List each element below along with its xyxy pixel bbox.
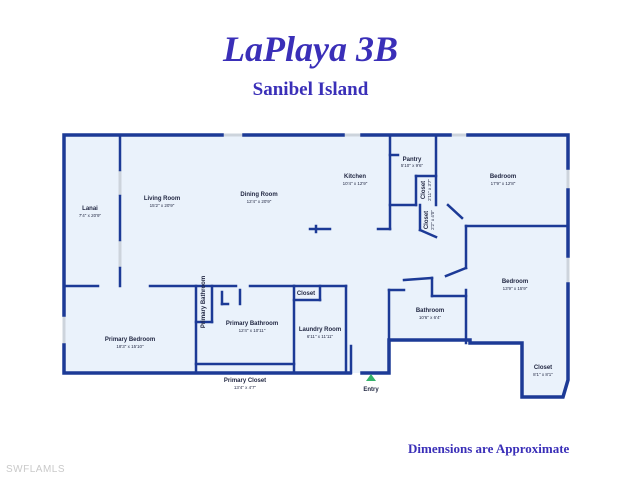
room-name-pantry: Pantry [403,157,422,163]
room-name-closet-d: Closet [297,291,315,297]
room-dims-closet-a: 2'11" x 3'7" [427,179,432,201]
plan-title: LaPlaya 3B [223,29,398,69]
room-name-closet-b: Closet [424,211,430,229]
room-name-dining: Dining Room [240,192,277,198]
room-name-bedroom-1: Bedroom [490,174,516,180]
room-name-primary-closet: Primary Closet [224,378,266,384]
room-name-bathroom: Bathroom [416,308,444,314]
windows [62,133,570,345]
room-dims-bedroom-1: 17'9" x 12'8" [491,181,516,186]
room-dims-living: 15'2" x 20'9" [150,203,175,208]
room-name-laundry: Laundry Room [299,327,341,333]
room-name-living: Living Room [144,196,180,202]
room-dims-primary-closet: 13'4" x 4'7" [234,385,257,390]
room-name-lanai: Lanai [82,206,98,212]
floor-area [64,135,568,397]
room-dims-laundry: 6'11" x 11'11" [307,334,334,339]
plan-subtitle: Sanibel Island [252,79,369,100]
room-name-closet-c: Closet [534,365,552,371]
room-name-kitchen: Kitchen [344,174,366,180]
room-dims-pantry: 5'10" x 9'6" [401,163,424,168]
room-dims-primary-bedroom: 18'3" x 15'10" [116,344,144,349]
entry-arrow-icon [366,374,376,381]
interior-walls [62,133,570,399]
entry-label: Entry [363,387,379,393]
room-name-primary-bathroom-small: Primary Bathroom [201,276,207,328]
room-labels: Lanai 7'4" x 20'9" Living Room 15'2" x 2… [79,157,553,390]
room-dims-bathroom: 10'6" x 6'4" [419,315,442,320]
room-dims-closet-c: 8'1" x 8'1" [533,372,553,377]
room-dims-primary-bathroom: 12'4" x 10'11" [239,328,266,333]
exterior-walls [62,133,570,399]
room-name-primary-bathroom: Primary Bathroom [226,321,278,327]
room-name-bedroom-2: Bedroom [502,279,528,285]
room-dims-lanai: 7'4" x 20'9" [79,213,102,218]
room-dims-kitchen: 10'4" x 12'9" [343,181,368,186]
room-dims-closet-b: 2'2" x 4'0" [430,210,435,230]
watermark: SWFLAMLS [6,464,66,475]
room-name-primary-bedroom: Primary Bedroom [105,337,155,343]
dimensions-note: Dimensions are Approximate [408,441,570,456]
room-dims-dining: 12'4" x 20'9" [247,199,272,204]
room-name-closet-a: Closet [421,181,427,199]
room-dims-bedroom-2: 13'9" x 15'9" [503,286,528,291]
